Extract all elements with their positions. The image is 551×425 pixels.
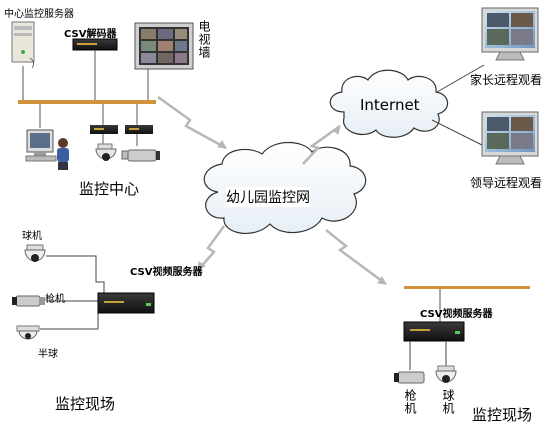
- tv-wall-icon: [134, 22, 194, 70]
- remote-monitor-icon: [481, 111, 539, 165]
- video-server-icon: [403, 321, 465, 342]
- gun-camera-icon: [121, 149, 160, 162]
- right-server-label: CSV视频服务器: [420, 309, 493, 320]
- operator-icon: [57, 138, 69, 170]
- remote-monitor-icon: [481, 7, 539, 61]
- right-dome-label: 球机: [441, 389, 455, 415]
- center-server-label: 中心监控服务器: [4, 9, 74, 20]
- right-site-title: 监控现场: [472, 406, 533, 424]
- leaders-remote-label: 领导远程观看: [470, 176, 543, 190]
- center-title: 监控中心: [79, 180, 140, 198]
- parents-remote-label: 家长远程观看: [470, 73, 543, 87]
- site-bus: [404, 286, 530, 289]
- decoder-icon: [125, 125, 153, 134]
- dome-camera-icon: [95, 143, 117, 161]
- workstation-icon: [25, 129, 57, 162]
- left-gun-label: 枪机: [45, 294, 65, 305]
- gun-camera-icon: [12, 295, 45, 307]
- dome-camera-icon: [24, 244, 46, 262]
- left-half-dome-label: 半球: [38, 349, 58, 360]
- center-bus: [18, 100, 156, 104]
- tv-wall-label: 电视墙: [197, 20, 211, 59]
- video-server-icon: [97, 292, 155, 314]
- right-gun-label: 枪机: [403, 389, 417, 415]
- decoder-icon: [72, 38, 118, 51]
- gun-camera-icon: [394, 371, 425, 384]
- decoder-icon: [90, 125, 118, 134]
- left-site-title: 监控现场: [55, 395, 116, 413]
- server-tower-icon: [11, 21, 35, 69]
- dome-camera-icon: [435, 365, 457, 383]
- left-dome-label: 球机: [22, 231, 42, 242]
- internet-cloud: [329, 69, 449, 138]
- link-lightning: [157, 95, 387, 286]
- cloud-main-label: 幼儿园监控网: [226, 187, 310, 207]
- decoder-label: CSV解码器: [64, 29, 117, 40]
- left-server-label: CSV视频服务器: [130, 267, 203, 278]
- half-dome-camera-icon: [16, 325, 40, 340]
- internet-label: Internet: [360, 96, 420, 114]
